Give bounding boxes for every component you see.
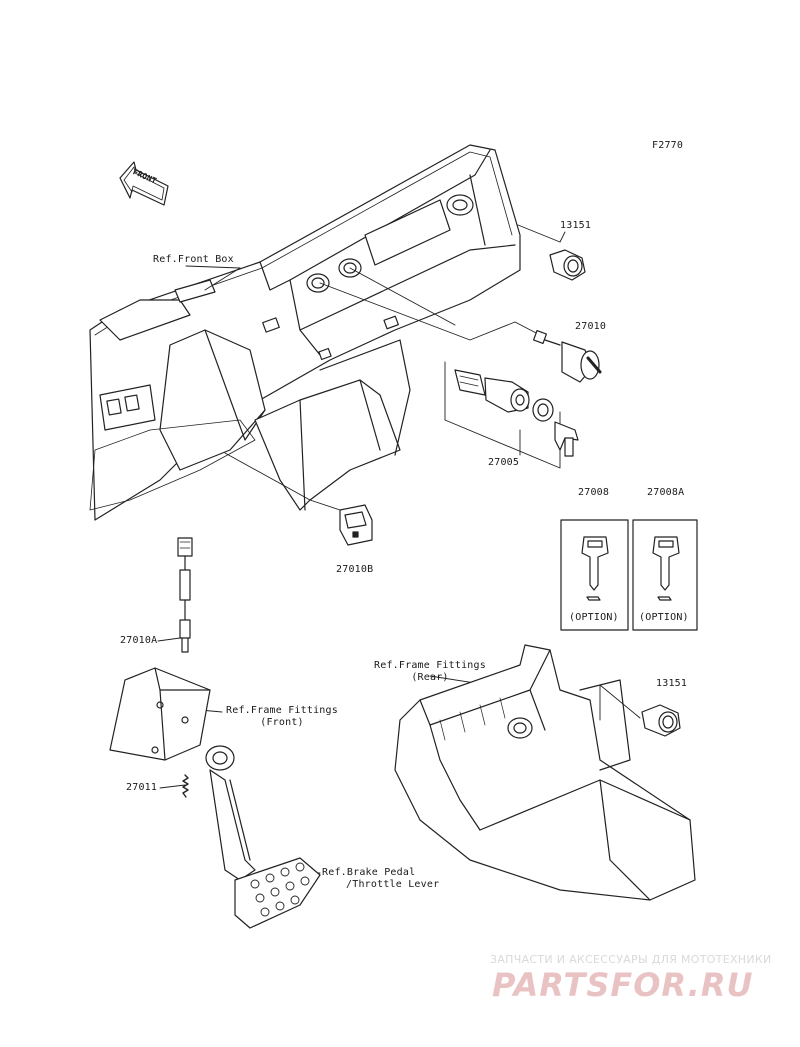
- part-27010A[interactable]: 27010A: [120, 635, 158, 646]
- part-27010[interactable]: 27010: [575, 321, 607, 332]
- part-27011[interactable]: 27011: [126, 782, 158, 793]
- ref-brake-pedal-line1: Ref.Brake Pedal: [322, 867, 416, 878]
- spring-27011-drawing: [182, 774, 189, 798]
- ref-front-box[interactable]: Ref.Front Box: [153, 254, 234, 265]
- figure-code: F2770: [652, 140, 684, 151]
- ref-brake-pedal[interactable]: Ref.Brake Pedal /Throttle Lever: [322, 867, 439, 891]
- dashboard-panel: [89, 144, 521, 521]
- brake-pedal-drawing: [205, 745, 321, 929]
- socket-13151-bottom-drawing: [641, 704, 681, 737]
- rocker-switch-27010b-drawing: [339, 504, 373, 546]
- part-27010B[interactable]: 27010B: [336, 564, 374, 575]
- part-13151-top[interactable]: 13151: [560, 220, 592, 231]
- ref-frame-fittings-rear-line2: (Rear): [411, 672, 449, 683]
- option-label-2: (OPTION): [639, 612, 689, 623]
- watermark-caption: ЗАПЧАСТИ И АКСЕССУАРЫ ДЛЯ МОТОТЕХНИКИ: [490, 953, 772, 966]
- option-key-box-1: [560, 519, 629, 631]
- ref-frame-fittings-rear-line1: Ref.Frame Fittings: [374, 660, 486, 671]
- socket-13151-top-drawing: [549, 249, 586, 281]
- ignition-set-27005-drawing: [454, 369, 579, 457]
- ref-frame-fittings-rear[interactable]: Ref.Frame Fittings (Rear): [370, 660, 490, 684]
- part-27008A[interactable]: 27008A: [647, 487, 685, 498]
- ref-frame-fittings-front-line1: Ref.Frame Fittings: [226, 705, 338, 716]
- part-27005[interactable]: 27005: [488, 457, 520, 468]
- front-arrow-icon: [119, 161, 169, 206]
- switch-27010-drawing: [532, 329, 602, 383]
- ref-frame-fittings-front-line2: (Front): [260, 717, 304, 728]
- option-label-1: (OPTION): [569, 612, 619, 623]
- part-13151-bottom[interactable]: 13151: [656, 678, 688, 689]
- option-key-box-2: [632, 519, 698, 631]
- brake-switch-27010a-drawing: [177, 537, 193, 653]
- frame-fittings-rear-drawing: [394, 644, 696, 901]
- ref-frame-fittings-front[interactable]: Ref.Frame Fittings (Front): [222, 705, 342, 729]
- watermark-logo: PARTSFOR.RU: [492, 966, 754, 1004]
- part-27008[interactable]: 27008: [578, 487, 610, 498]
- frame-fittings-front-drawing: [109, 667, 211, 761]
- ref-brake-pedal-line2: /Throttle Lever: [346, 879, 440, 890]
